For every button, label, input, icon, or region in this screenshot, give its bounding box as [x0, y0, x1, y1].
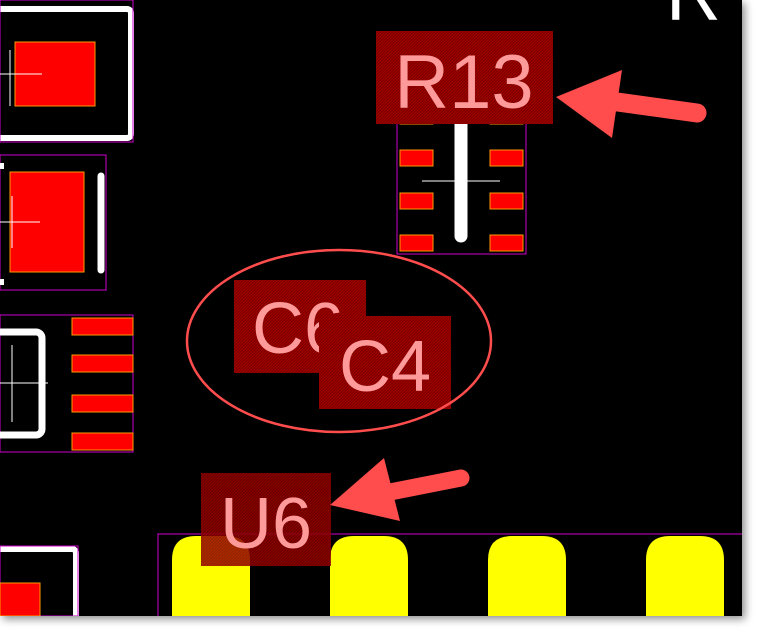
- smd-pad[interactable]: [71, 432, 134, 451]
- smd-pad[interactable]: [71, 354, 134, 373]
- smd-pad[interactable]: [399, 234, 434, 252]
- large-pad[interactable]: [646, 536, 724, 616]
- designator-highlight: [319, 316, 451, 409]
- smd-pad[interactable]: [71, 317, 134, 336]
- designator-u6-text: U6: [220, 484, 312, 564]
- pcb-layout-view[interactable]: R13 C6 C4 U6 R: [0, 0, 742, 616]
- designator-r13-text: R13: [394, 40, 533, 125]
- courtyard-outline: [157, 533, 742, 616]
- designator-highlight: [376, 31, 553, 124]
- courtyard-outline: [0, 154, 107, 291]
- designator-c4-text: C4: [339, 327, 431, 407]
- arrow-icon: [556, 70, 707, 138]
- large-pad[interactable]: [330, 536, 408, 616]
- arrow-icon: [330, 458, 470, 521]
- designator-highlight: [201, 473, 331, 566]
- smd-pad[interactable]: [489, 192, 524, 210]
- component-top-left-2[interactable]: [0, 154, 107, 291]
- component-r13[interactable]: [396, 105, 527, 255]
- ellipse-highlight-icon: [185, 248, 493, 434]
- smd-pad[interactable]: [489, 149, 524, 167]
- smd-pad[interactable]: [71, 394, 134, 413]
- designator-partial-top-right: R: [666, 0, 721, 37]
- designator-u6[interactable]: U6: [201, 473, 331, 566]
- courtyard-outline: [0, 545, 79, 616]
- designator-c4[interactable]: C4: [319, 316, 451, 409]
- silkscreen-outline: [0, 546, 79, 616]
- smd-pad[interactable]: [0, 582, 41, 616]
- courtyard-outline: [0, 314, 134, 453]
- component-left-3[interactable]: [0, 314, 134, 453]
- component-bottom-left[interactable]: [0, 545, 79, 616]
- smd-pad[interactable]: [399, 149, 434, 167]
- large-pad[interactable]: [488, 536, 566, 616]
- smd-pad[interactable]: [399, 192, 434, 210]
- courtyard-outline: [0, 0, 134, 143]
- smd-pad[interactable]: [489, 234, 524, 252]
- component-top-left-1[interactable]: [0, 0, 134, 143]
- designator-r13[interactable]: R13: [376, 31, 553, 125]
- silkscreen-outline: [0, 6, 134, 141]
